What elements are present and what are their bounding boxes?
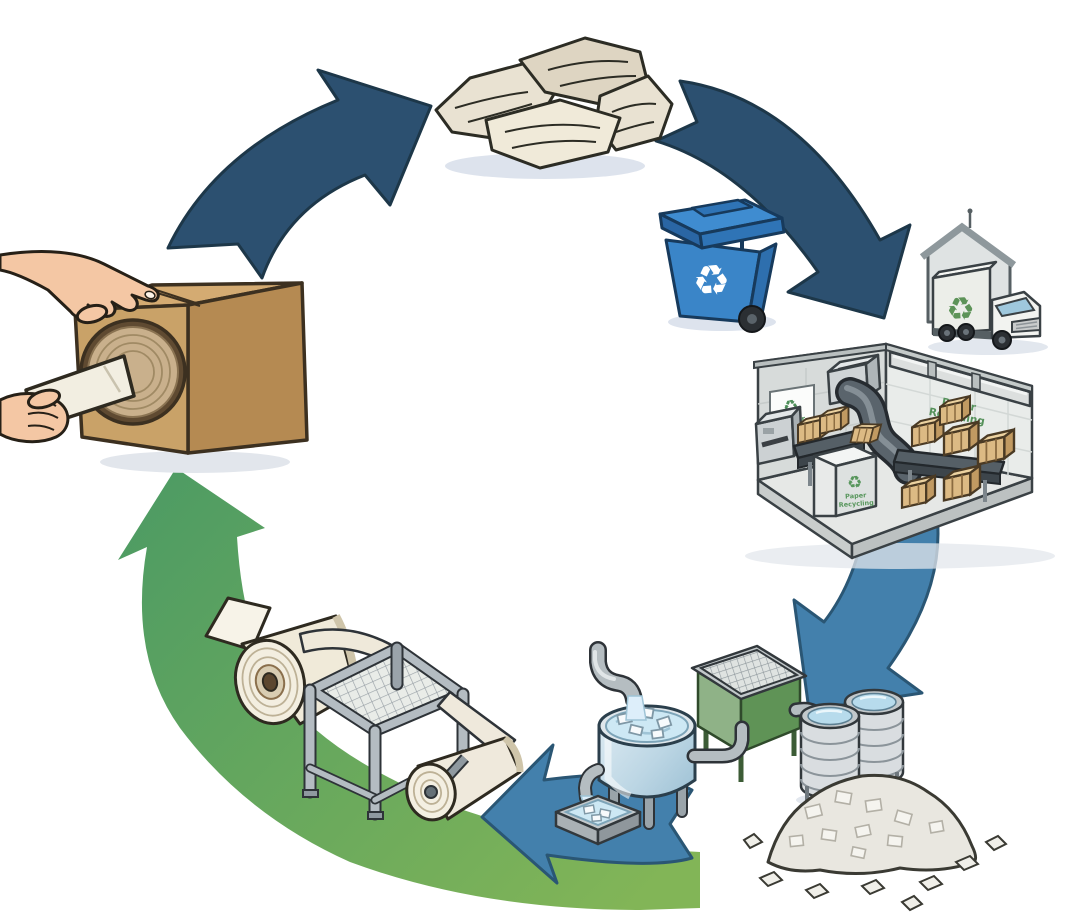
recycling-bin: ♻ bbox=[658, 198, 786, 333]
baler-hopper-box: ♻ Paper Recycling bbox=[812, 444, 878, 518]
screening-unit bbox=[686, 644, 828, 782]
shredder-machine bbox=[754, 405, 804, 466]
arrow-reuse-to-waste-paper bbox=[166, 68, 433, 280]
drain-tray bbox=[554, 794, 642, 846]
packing-box-dispenser bbox=[0, 250, 309, 473]
arrow-paper-machine-to-reuse bbox=[118, 468, 700, 910]
hand-bottom bbox=[0, 388, 70, 444]
recycling-facility: ♻ Paper Recycling Paper Recycling bbox=[745, 342, 1055, 569]
truck-cab bbox=[990, 290, 1042, 340]
shredded-paper-pile bbox=[742, 773, 1008, 912]
arrow-waste-to-collection bbox=[654, 79, 912, 320]
waste-paper-pile bbox=[434, 36, 674, 179]
collection-truck: ♻ bbox=[919, 208, 1048, 355]
sign-text-line2: Recycling bbox=[838, 499, 874, 509]
paper-machine bbox=[204, 596, 524, 822]
overhead-pipe bbox=[888, 350, 1032, 408]
hand-top bbox=[0, 250, 160, 325]
recycle-icon: ♻ bbox=[945, 289, 976, 329]
recycle-icon: ♻ bbox=[690, 254, 732, 306]
recycle-icon: ♻ bbox=[846, 472, 863, 493]
sign-text-line1: Paper bbox=[845, 491, 868, 501]
paper-roll-output bbox=[405, 735, 524, 822]
